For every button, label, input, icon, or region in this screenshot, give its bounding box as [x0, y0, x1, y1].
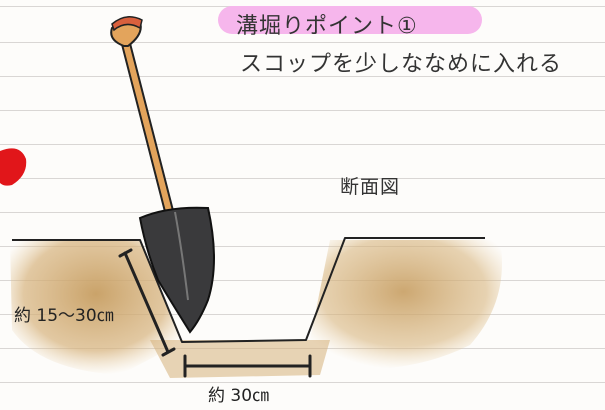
red-marker-icon — [0, 148, 27, 186]
shovel-icon — [110, 16, 215, 334]
instruction-text: スコップを少しななめに入れる — [240, 52, 563, 77]
width-dimension — [183, 354, 312, 378]
page-title: 溝堀りポイント① — [236, 14, 418, 39]
depth-label: 約 15〜30㎝ — [14, 306, 114, 326]
soil-right — [305, 240, 502, 370]
width-label: 約 30㎝ — [208, 386, 270, 406]
soil-bottom — [150, 340, 330, 378]
cross-section-label: 断面図 — [340, 176, 401, 198]
shovel-blade — [138, 206, 215, 334]
trench-outline — [12, 237, 485, 343]
soil-left — [10, 240, 182, 375]
title-highlight — [218, 6, 482, 34]
depth-dimension — [118, 248, 176, 357]
